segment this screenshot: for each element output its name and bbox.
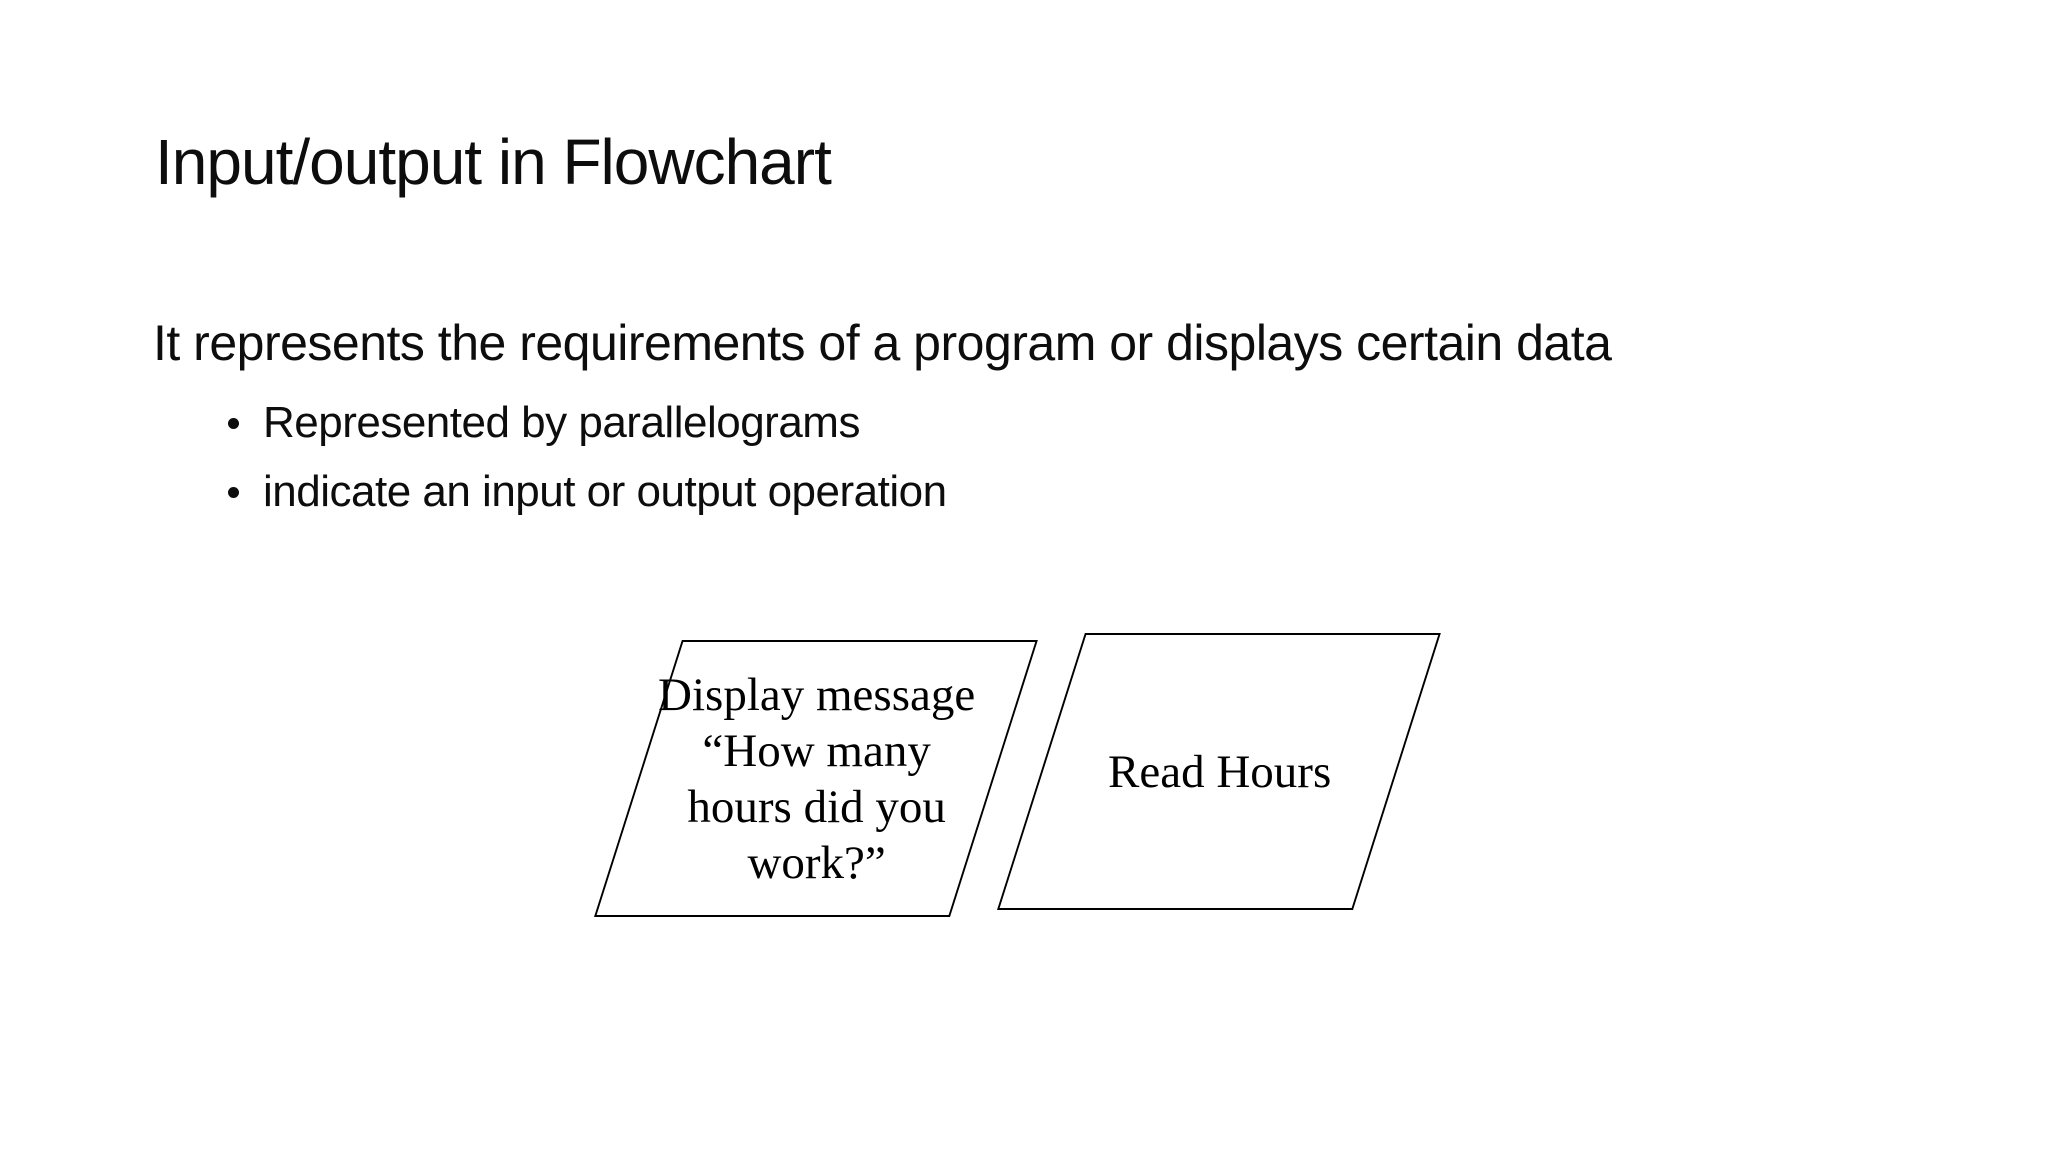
parallelogram-read-hours-text: Read Hours	[1108, 745, 1332, 798]
bullet-marker	[228, 417, 239, 429]
slide-title: Input/output in Flowchart	[155, 126, 832, 198]
bullet-marker	[228, 486, 239, 498]
parallelogram-display-message: Display message “How many hours did you …	[594, 640, 1038, 917]
bullet-text: indicate an input or output operation	[263, 467, 947, 516]
body-text: It represents the requirements of a prog…	[153, 315, 1612, 371]
bullet-item: Represented by parallelograms	[228, 396, 947, 450]
bullet-list: Represented by parallelograms indicate a…	[228, 396, 947, 519]
parallelogram-read-hours: Read Hours	[997, 633, 1441, 910]
bullet-item: indicate an input or output operation	[228, 465, 947, 519]
parallelogram-display-message-text: Display message “How many hours did you …	[658, 668, 976, 889]
bullet-text: Represented by parallelograms	[263, 398, 860, 447]
